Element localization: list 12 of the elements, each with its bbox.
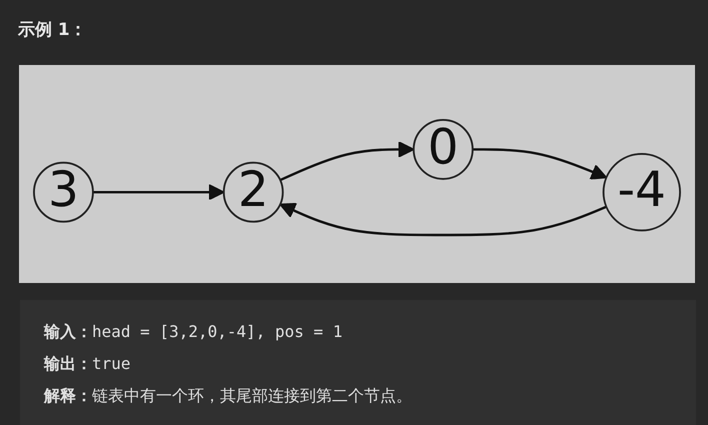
node-circle: 3: [33, 162, 94, 223]
node-circle: -4: [602, 153, 681, 232]
arrow: [472, 148, 608, 180]
arrow: [280, 141, 414, 182]
node-circle: 0: [412, 119, 474, 180]
node-circle: 2: [222, 162, 284, 223]
arrow: [279, 202, 607, 236]
example-heading: 示例 1：: [18, 19, 87, 41]
example-text: 解释：链表中有一个环，其尾部连接到第二个节点。: [44, 385, 412, 407]
example-text: 输入：head = [3,2,0,-4], pos = 1: [44, 321, 342, 343]
arrow: [92, 184, 225, 200]
example-text: 输出：true: [44, 353, 131, 375]
